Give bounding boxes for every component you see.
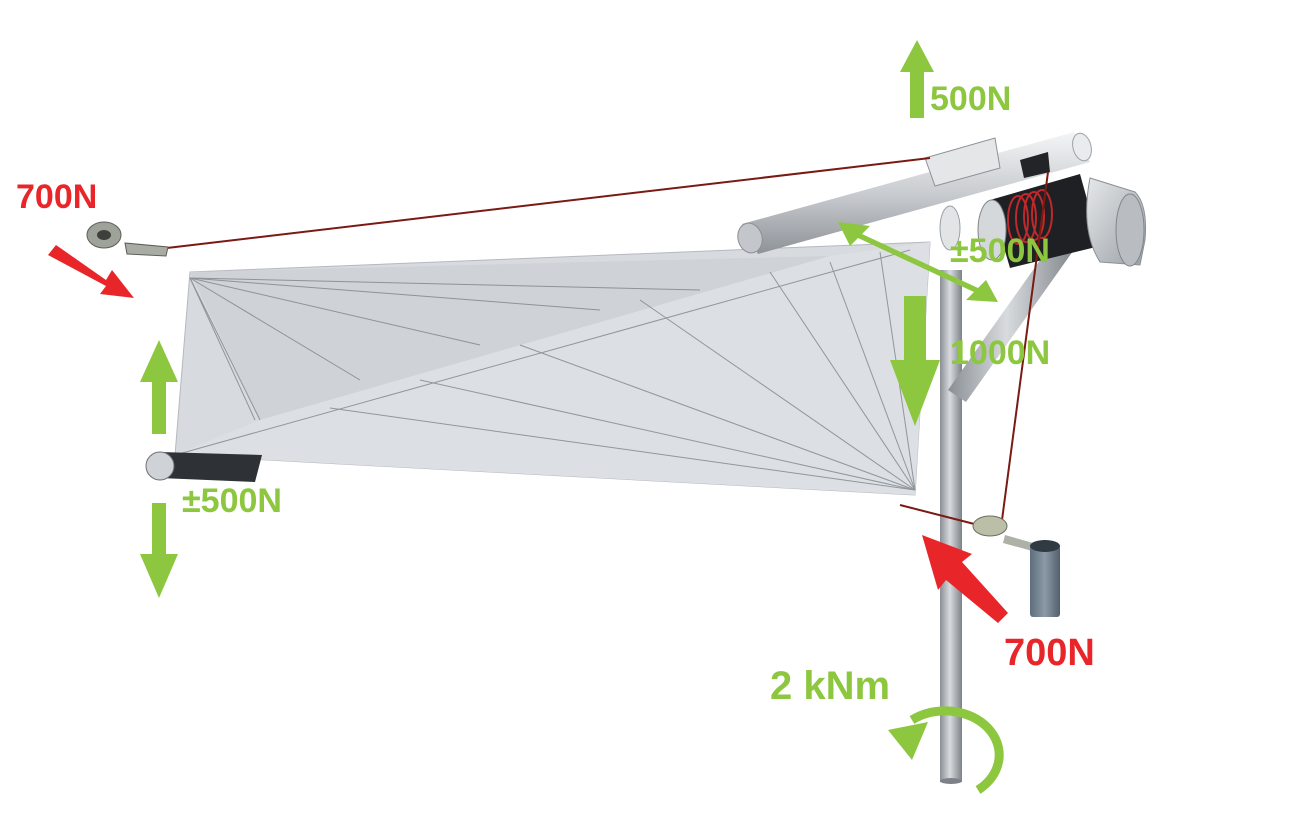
torque-arrow-icon (888, 706, 1004, 794)
label-front-bar-load: ±500N (182, 482, 282, 520)
rope-anchor-icon (972, 515, 1060, 617)
label-pole-down: 1000N (950, 334, 1051, 372)
pulley-icon (86, 221, 169, 257)
label-torque: 2 kNm (770, 664, 891, 708)
motor-icon (939, 174, 1146, 268)
force-arrow-icon (140, 40, 998, 598)
support-strut (948, 232, 1078, 402)
force-arrow-icon (48, 245, 1008, 623)
label-top-uplift: 500N (930, 80, 1012, 118)
label-arm-load: ±500N (950, 232, 1050, 270)
sail-canvas (174, 241, 931, 496)
top-boom-tube (737, 132, 1092, 254)
label-left-tension: 700N (16, 178, 98, 216)
front-roller-bar (145, 451, 262, 482)
label-right-tension: 700N (1004, 632, 1095, 674)
mast-pole (940, 270, 962, 784)
